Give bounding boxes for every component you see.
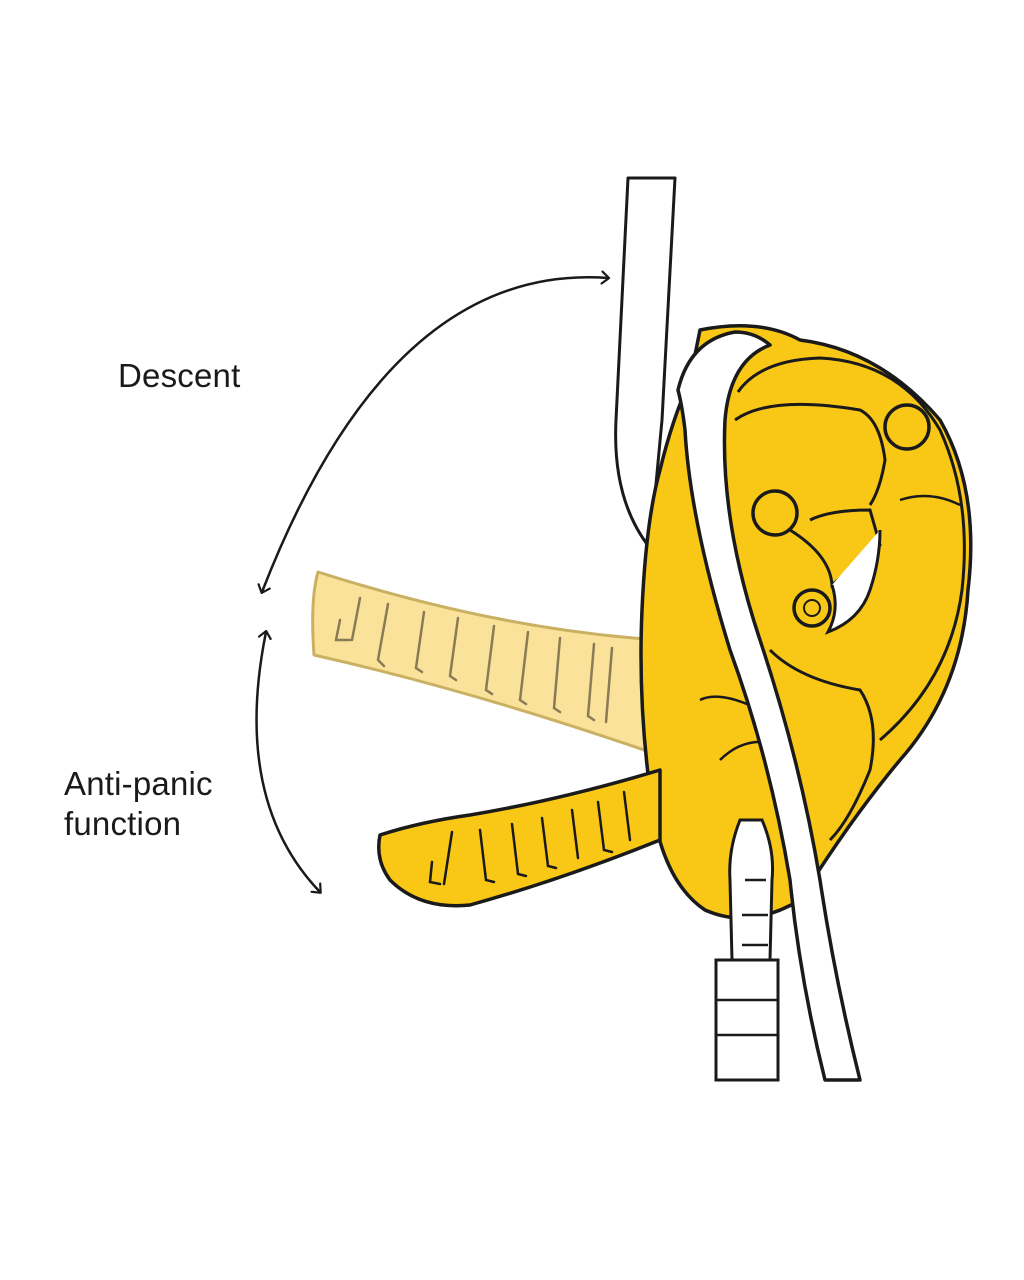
handle-active	[377, 768, 662, 908]
descent-arrow-icon	[262, 277, 608, 592]
upper-rivet	[883, 403, 931, 451]
lower-sling	[714, 958, 780, 1082]
rope-through-device	[676, 330, 862, 1082]
anti-panic-arrow-icon	[255, 632, 320, 892]
anti-panic-label: Anti-panic function	[64, 764, 213, 844]
handle-descent-position	[311, 570, 662, 754]
descent-label: Descent	[118, 357, 241, 394]
anti-panic-label-line1: Anti-panic	[64, 765, 213, 802]
lower-rivet	[792, 588, 832, 628]
anti-panic-label-line2: function	[64, 805, 182, 842]
pivot-rivet	[751, 489, 799, 537]
